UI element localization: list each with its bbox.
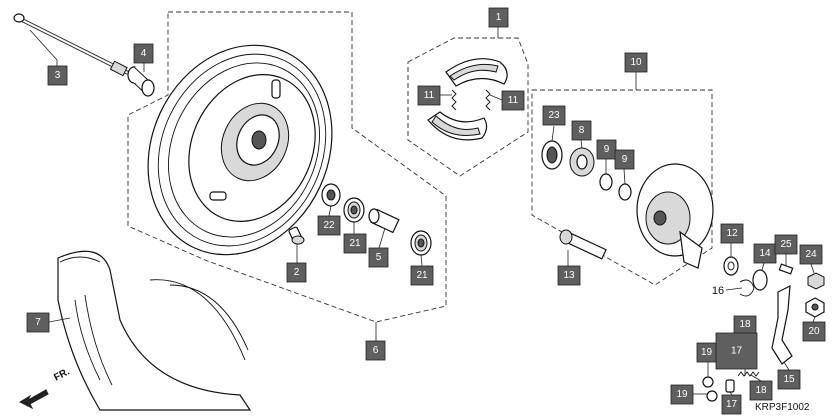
callout-2: 2 [286,262,307,283]
callout-21-a: 21 [343,233,367,254]
svg-text:21: 21 [416,270,428,281]
callout-10: 10 [624,52,648,73]
nut-20 [805,297,825,318]
callout-23: 23 [542,105,566,126]
callout-7: 7 [26,312,50,333]
svg-text:25: 25 [780,239,792,250]
shoe-spring-right [485,89,491,111]
svg-text:7: 7 [35,317,41,328]
washer-9-a [599,173,613,191]
brake-arm [771,284,793,365]
gear-box [569,147,595,177]
brake-cam [559,229,607,260]
callout-12: 12 [720,223,744,244]
svg-text:4: 4 [141,48,147,59]
callout-1: 1 [488,7,509,28]
front-direction-arrow: FR. [18,366,72,410]
dust-seal-12 [723,256,739,276]
svg-text:18: 18 [739,319,751,330]
callout-6: 6 [365,340,386,361]
callout-25: 25 [774,234,798,255]
callout-5: 5 [368,247,389,268]
svg-text:19: 19 [676,389,688,400]
callout-20: 20 [802,321,826,342]
svg-text:11: 11 [424,90,435,101]
svg-text:8: 8 [579,125,585,136]
callout-24: 24 [799,244,823,265]
callout-4: 4 [133,43,154,64]
svg-text:12: 12 [726,228,738,239]
svg-text:18: 18 [755,385,767,396]
tire [57,250,252,411]
svg-text:20: 20 [808,326,820,337]
svg-text:14: 14 [759,248,771,259]
bolt-25 [778,263,794,275]
brake-arm-spring-16 [739,279,755,297]
brake-panel [636,163,714,269]
diagram-code: KRP3F1002 [755,402,810,413]
callout-13: 13 [557,265,581,286]
nut-24 [807,272,825,290]
svg-text:21: 21 [349,238,361,249]
svg-text:24: 24 [805,249,817,260]
brake-shoes [427,58,508,141]
axle-shaft [13,13,129,77]
svg-text:2: 2 [294,267,300,278]
svg-text:11: 11 [508,95,519,106]
wheel-bearing-22 [321,183,341,207]
oil-seal [541,140,563,170]
axle-collar [127,66,155,97]
callout-18-a: 18 [733,315,757,334]
callout-21-b: 21 [410,265,434,286]
callout-14: 14 [753,243,777,264]
wear-indicator-plate [752,269,768,291]
washer-9-b [618,183,632,201]
callout-18-b: 18 [749,380,773,401]
svg-text:19: 19 [701,347,713,358]
callout-8: 8 [571,120,592,141]
joint-pin-17 [725,379,735,393]
shoe-spring-left [451,89,457,111]
brake-panel-group-outline [531,89,713,286]
wheel-rim [147,44,333,256]
svg-text:9: 9 [622,154,628,165]
callout-9-a: 9 [596,139,617,160]
callout-9-b: 9 [614,149,635,170]
svg-text:13: 13 [563,270,575,281]
callout-22: 22 [317,215,341,236]
leader-lines [29,27,816,396]
callout-17-b: 17 [721,394,742,415]
svg-text:15: 15 [783,374,795,385]
svg-text:9: 9 [604,144,610,155]
callout-11-b: 11 [501,90,525,111]
front-direction-label: FR. [52,366,72,383]
wheel-bearing-21-right [410,230,432,256]
wheel-bearing-21-left [343,197,365,223]
svg-text:22: 22 [323,220,335,231]
callout-19-a: 19 [696,342,717,363]
callout-19-b: 19 [670,384,694,405]
svg-text:6: 6 [373,345,379,356]
callout-11-a: 11 [417,85,441,106]
brake-shoe-group-outline [407,37,529,177]
svg-text:17: 17 [726,399,738,410]
svg-text:3: 3 [55,70,61,81]
svg-text:5: 5 [376,252,382,263]
brake-arm-joint-spring [737,371,760,377]
svg-text:17: 17 [731,346,743,357]
tire-valve [288,226,305,245]
callout-17-a: 17 [715,332,758,370]
svg-text:10: 10 [630,57,642,68]
label-16: 16 [712,285,724,297]
svg-text:1: 1 [496,12,502,23]
svg-text:23: 23 [548,110,560,121]
callout-3: 3 [47,65,68,86]
callout-15: 15 [777,369,801,390]
distance-collar [368,208,400,234]
nut-19 [702,376,718,402]
